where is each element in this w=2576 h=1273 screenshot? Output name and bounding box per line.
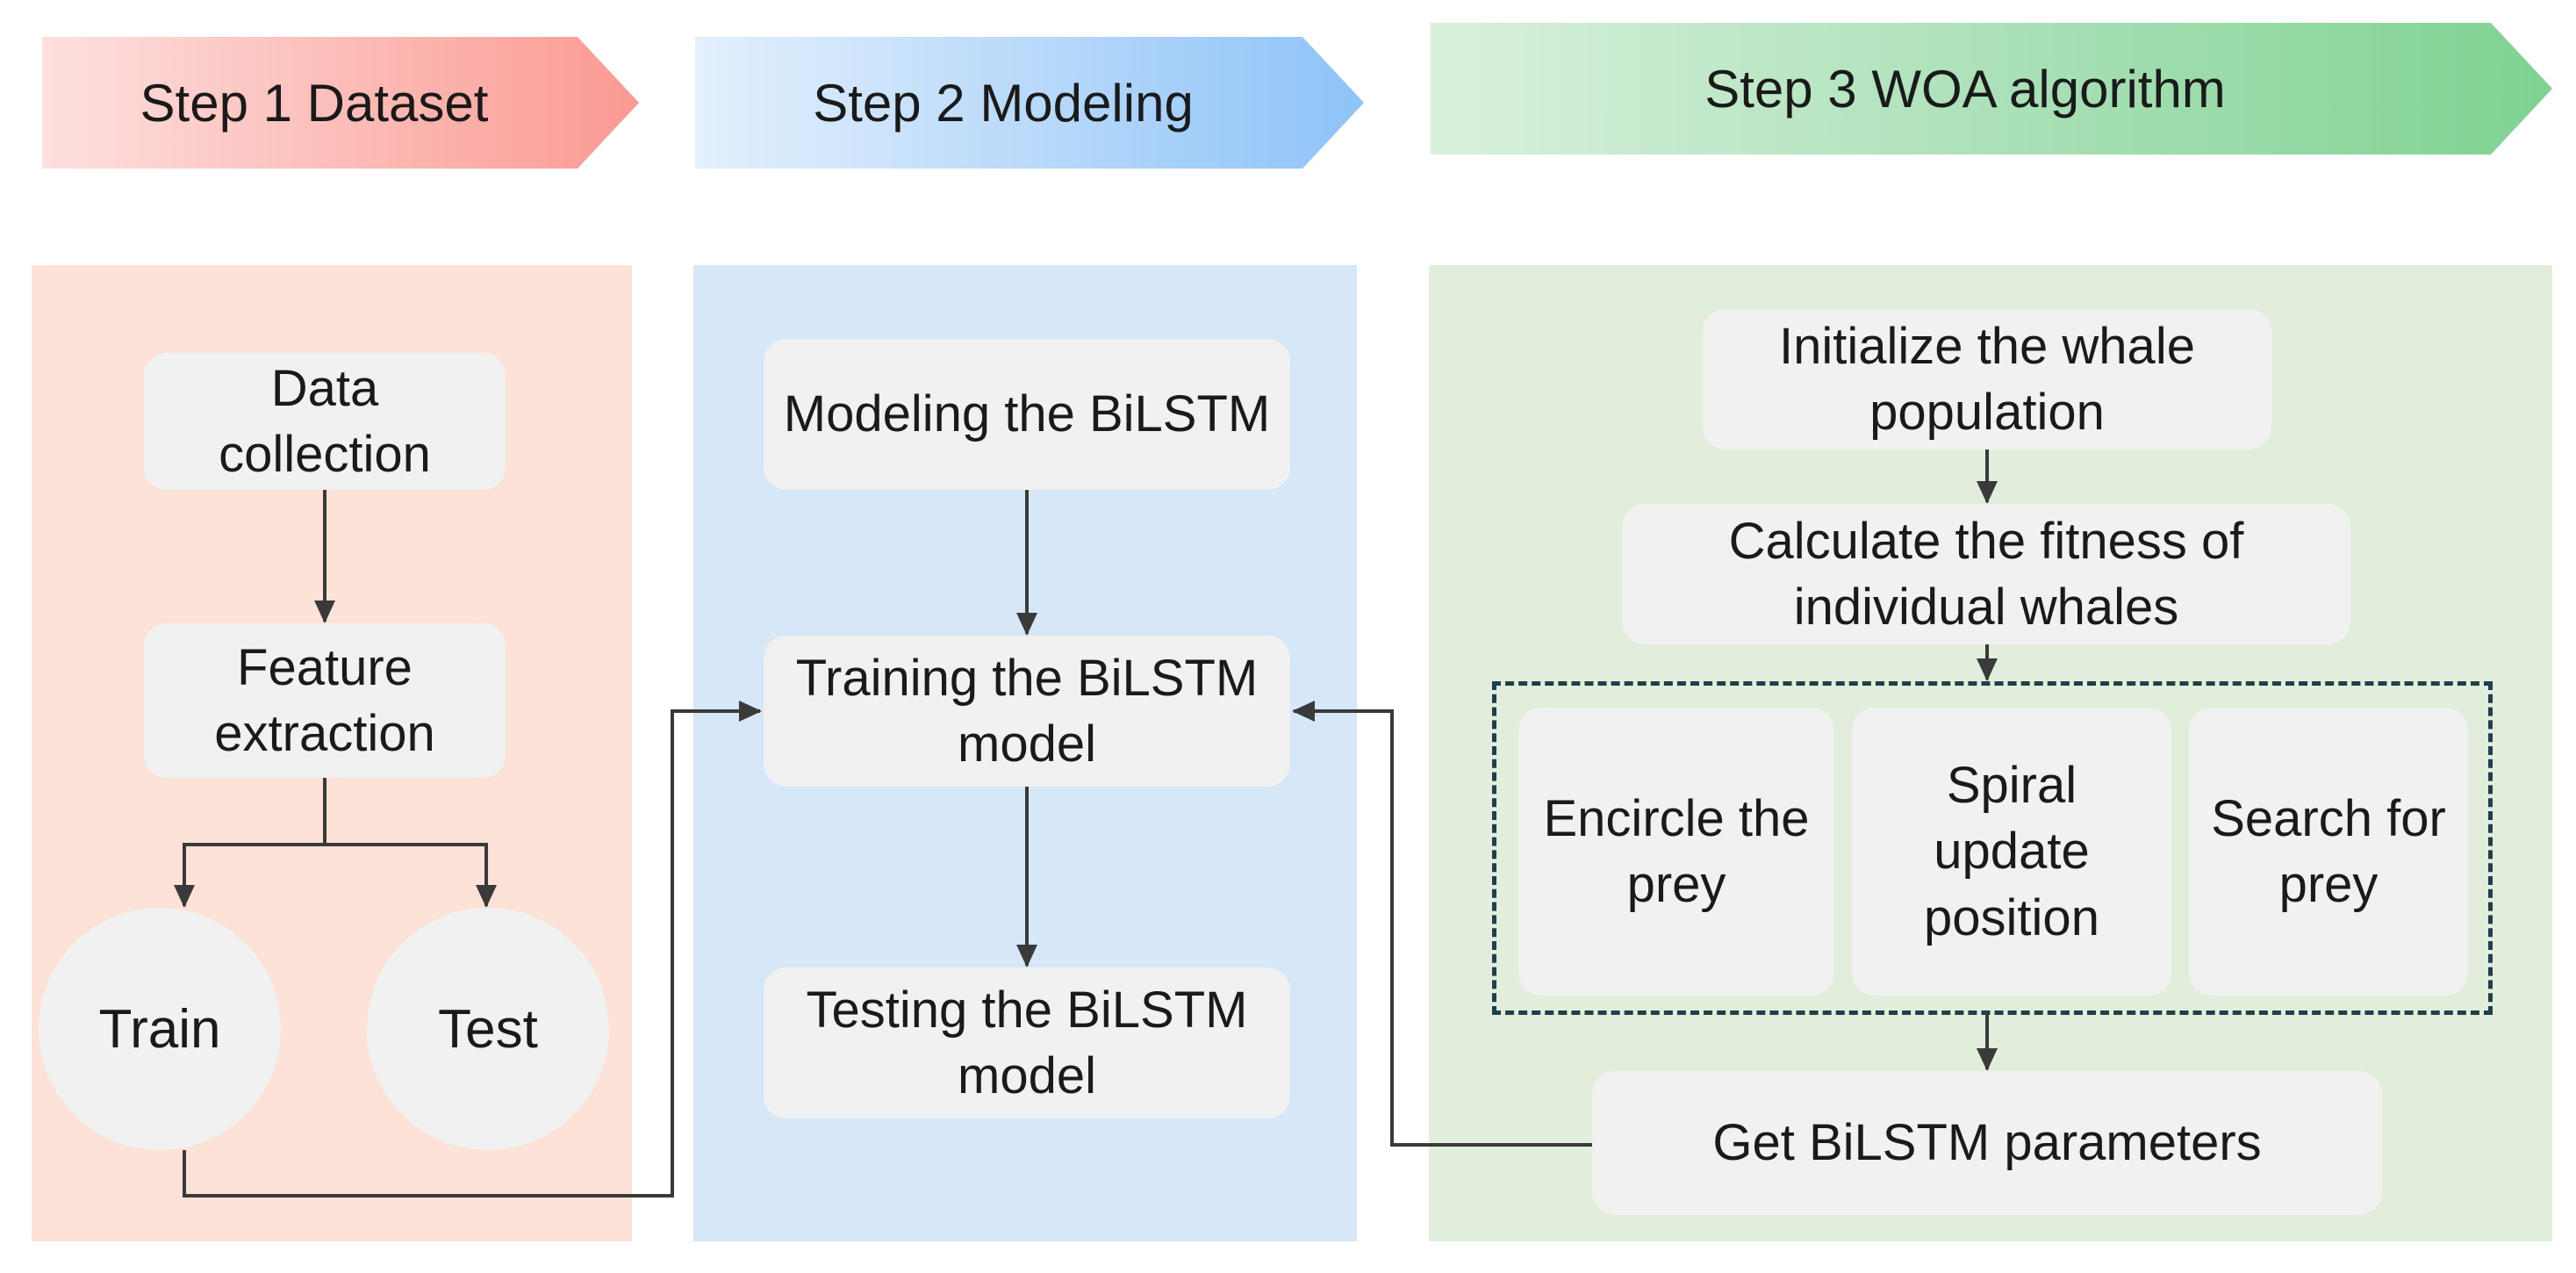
step-2-header: Step 2 Modeling bbox=[695, 37, 1364, 169]
test-set-node: Test bbox=[367, 908, 609, 1150]
modeling-bilstm-label: Modeling the BiLSTM bbox=[783, 385, 1271, 443]
step-1-label: Step 1 Dataset bbox=[140, 73, 489, 133]
arrow-feature-split bbox=[174, 778, 326, 908]
testing-bilstm-label: Testing the BiLSTM model bbox=[806, 981, 1248, 1104]
calculate-fitness-label: Calculate the fitness of individual whal… bbox=[1728, 512, 2244, 636]
train-label: Train bbox=[98, 998, 221, 1060]
arrow-feature-to-test bbox=[325, 843, 497, 908]
testing-bilstm-box: Testing the BiLSTM model bbox=[764, 967, 1290, 1118]
step-2-label: Step 2 Modeling bbox=[813, 73, 1194, 133]
arrow-params-to-training bbox=[1292, 701, 1592, 1147]
initialize-population-label: Initialize the whale population bbox=[1779, 317, 2195, 441]
data-collection-label: Data collection bbox=[219, 359, 431, 483]
encircle-prey-box: Encircle the prey bbox=[1518, 708, 1834, 996]
step-1-header: Step 1 Dataset bbox=[42, 37, 639, 169]
search-prey-box: Search for prey bbox=[2189, 708, 2468, 996]
step-3-label: Step 3 WOA algorithm bbox=[1704, 59, 2226, 119]
training-bilstm-box: Training the BiLSTM model bbox=[764, 636, 1290, 787]
get-parameters-box: Get BiLSTM parameters bbox=[1592, 1071, 2382, 1215]
train-set-node: Train bbox=[39, 908, 281, 1150]
feature-extraction-box: Feature extraction bbox=[144, 623, 506, 778]
encircle-prey-label: Encircle the prey bbox=[1543, 789, 1810, 913]
test-label: Test bbox=[438, 998, 538, 1060]
spiral-update-label: Spiral update position bbox=[1924, 756, 2099, 946]
training-bilstm-label: Training the BiLSTM model bbox=[795, 649, 1259, 773]
data-collection-box: Data collection bbox=[144, 353, 506, 490]
initialize-population-box: Initialize the whale population bbox=[1703, 309, 2271, 450]
woa-update-group bbox=[1492, 681, 2493, 1015]
calculate-fitness-box: Calculate the fitness of individual whal… bbox=[1622, 504, 2350, 644]
search-prey-label: Search for prey bbox=[2211, 789, 2446, 913]
modeling-bilstm-box: Modeling the BiLSTM bbox=[764, 339, 1290, 490]
step-3-header: Step 3 WOA algorithm bbox=[1431, 23, 2552, 155]
arrow-train-to-training bbox=[183, 701, 762, 1197]
spiral-update-box: Spiral update position bbox=[1852, 708, 2171, 996]
get-parameters-label: Get BiLSTM parameters bbox=[1712, 1114, 2262, 1172]
feature-extraction-label: Feature extraction bbox=[214, 638, 435, 762]
